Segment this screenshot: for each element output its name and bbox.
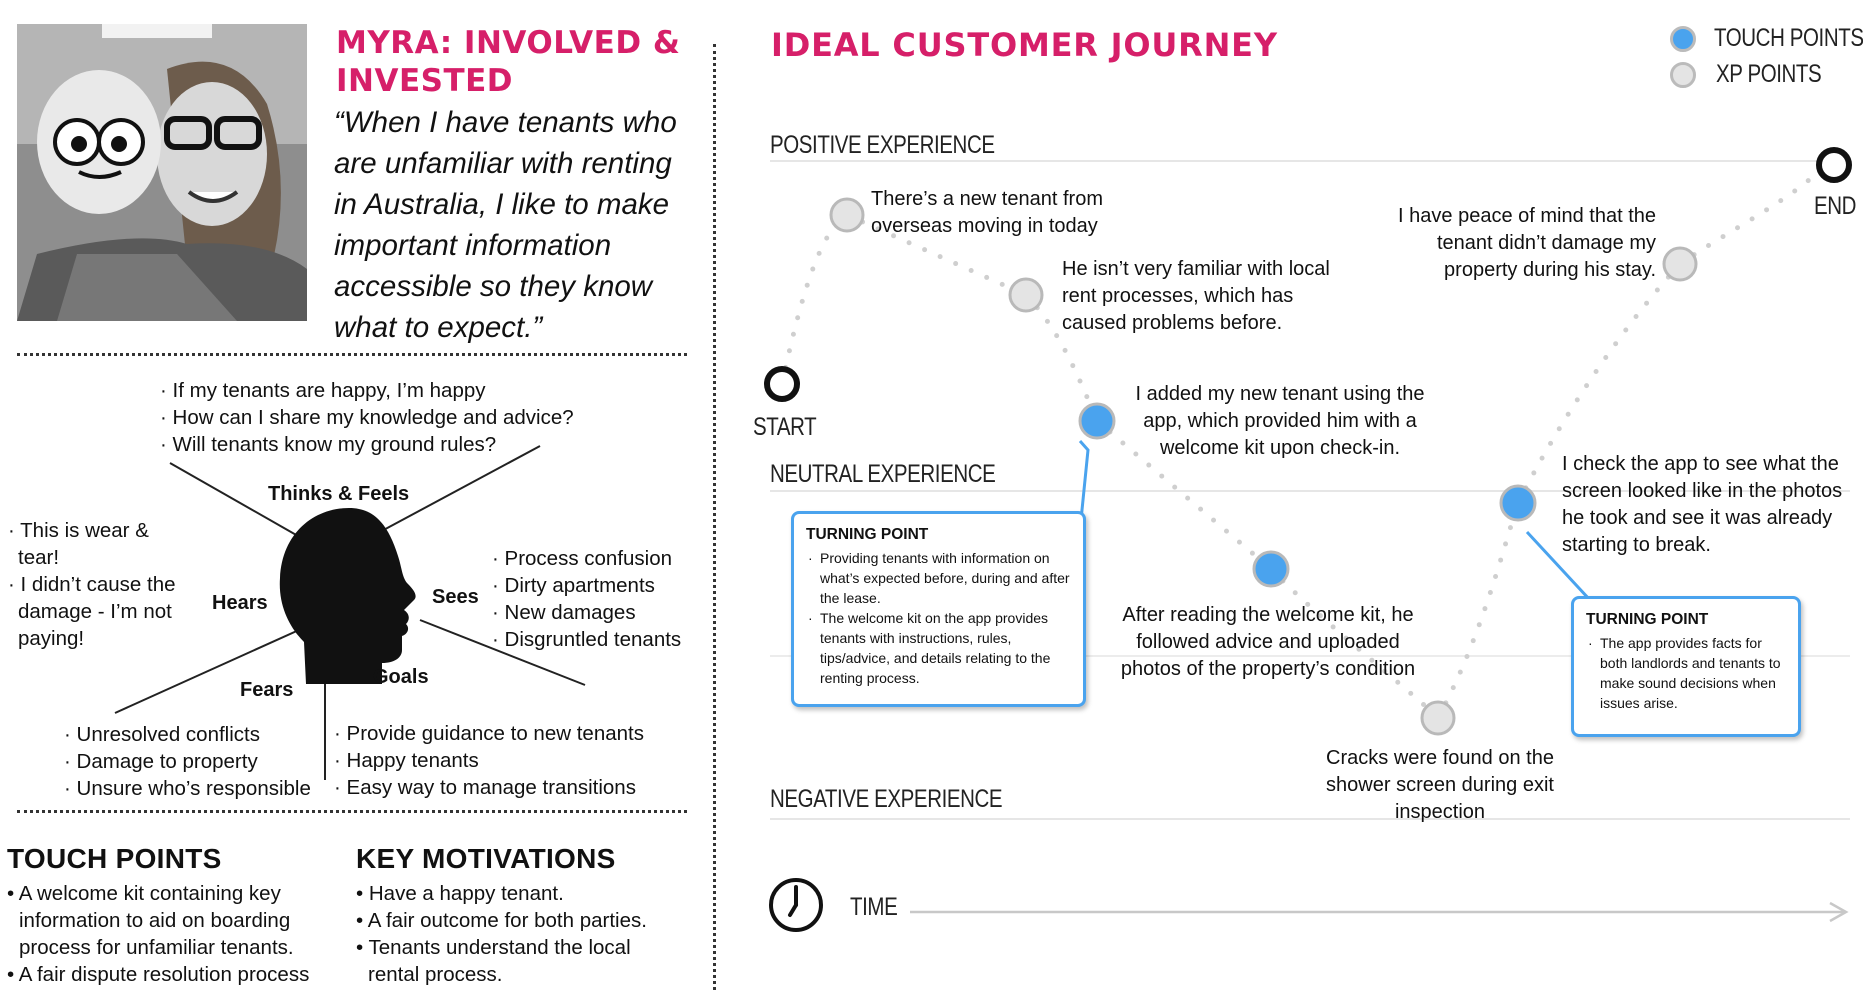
xp-point-legend-swatch — [1670, 62, 1696, 88]
list-item: The welcome kit on the app provides tena… — [808, 608, 1071, 688]
sees-label: Sees — [432, 586, 479, 608]
list-item: · Unsure who’s responsible — [64, 777, 311, 800]
end-marker — [1816, 147, 1852, 183]
list-item: • A fair dispute resolution process — [7, 963, 310, 986]
journey-point-3 — [1078, 402, 1116, 440]
start-label: START — [753, 413, 817, 441]
persona-name: MYRA: INVOLVED & INVESTED — [336, 24, 680, 100]
list-item: · Dirty apartments — [492, 574, 655, 597]
turning-point-heading: TURNING POINT — [806, 526, 929, 543]
journey-note-2: He isn’t very familiar with local rent p… — [1062, 258, 1330, 334]
persona-quote: “When I have tenants who are unfamiliar … — [334, 106, 677, 344]
positive-line — [770, 160, 1850, 162]
time-label: TIME — [850, 893, 898, 921]
journey-point-7 — [1662, 246, 1698, 282]
turning-point-callout-2: TURNING POINT The app provides facts for… — [1571, 596, 1801, 737]
start-marker — [764, 366, 800, 402]
list-item: · Process confusion — [492, 547, 673, 570]
hears-label: Hears — [212, 592, 268, 614]
journey-note-6: I check the app to see what the screen l… — [1562, 453, 1843, 556]
journey-point-4 — [1252, 550, 1290, 588]
list-item: • Tenants understand the local rental pr… — [356, 936, 631, 986]
goals-label: Goals — [373, 666, 429, 688]
negative-line — [770, 818, 1850, 820]
touch-points-heading: TOUCH POINTS — [7, 843, 222, 874]
neutral-line — [770, 490, 1850, 492]
key-motivations-heading: KEY MOTIVATIONS — [356, 843, 616, 874]
journey-point-5 — [1420, 700, 1456, 736]
list-item: · Disgruntled tenants — [492, 628, 682, 651]
legend-label-touch: TOUCH POINTS — [1714, 24, 1863, 52]
goals-list: · Provide guidance to new tenants · Happ… — [334, 720, 644, 801]
key-motivations-list: • Have a happy tenant. • A fair outcome … — [356, 880, 676, 988]
vertical-divider — [713, 44, 716, 990]
neutral-experience-label: NEUTRAL EXPERIENCE — [770, 460, 996, 488]
list-item: • Have a happy tenant. — [356, 882, 564, 905]
list-item: Providing tenants with information on wh… — [808, 548, 1071, 608]
list-item: · How can I share my knowledge and advic… — [160, 406, 574, 429]
list-item: · This is wear & tear! — [8, 519, 149, 569]
sees-list: · Process confusion · Dirty apartments ·… — [492, 545, 681, 653]
negative-experience-label: NEGATIVE EXPERIENCE — [770, 785, 1003, 813]
end-label: END — [1814, 192, 1857, 220]
journey-note-3: I added my new tenant using the app, whi… — [1135, 383, 1425, 459]
list-item: • A welcome kit containing key informati… — [7, 882, 294, 959]
thinks-feels-list: · If my tenants are happy, I’m happy · H… — [160, 377, 574, 458]
list-item: · Unresolved conflicts — [64, 723, 260, 746]
head-silhouette-icon — [279, 508, 416, 684]
list-item: The app provides facts for both landlord… — [1588, 633, 1786, 713]
journey-point-2 — [1008, 277, 1044, 313]
journey-note-4: After reading the welcome kit, he follow… — [1120, 604, 1416, 680]
hears-list: · This is wear & tear! · I didn’t cause … — [8, 517, 183, 652]
list-item: · Will tenants know my ground rules? — [160, 433, 497, 456]
persona-name-line2: INVESTED — [336, 63, 514, 99]
journey-title: IDEAL CUSTOMER JOURNEY — [771, 26, 1278, 64]
fears-label: Fears — [240, 679, 294, 701]
journey-note-7: I have peace of mind that the tenant did… — [1398, 205, 1656, 281]
thinks-feels-label: Thinks & Feels — [268, 483, 410, 505]
list-item: · Provide guidance to new tenants — [334, 722, 644, 745]
positive-experience-label: POSITIVE EXPERIENCE — [770, 131, 995, 159]
list-item: · I didn’t cause the damage - I’m not pa… — [8, 573, 176, 650]
empathy-map-lines — [114, 445, 586, 780]
fears-list: · Unresolved conflicts · Damage to prope… — [64, 721, 311, 802]
turning-point-heading: TURNING POINT — [1586, 611, 1709, 628]
list-item: • A fair outcome for both parties. — [356, 909, 647, 932]
journey-point-1 — [829, 197, 865, 233]
time-arrow — [910, 901, 1849, 923]
journey-point-6 — [1499, 484, 1537, 522]
journey-note-1: There’s a new tenant from overseas movin… — [871, 188, 1103, 237]
list-item: · New damages — [492, 601, 636, 624]
divider-bottom — [17, 810, 687, 813]
clock-icon — [769, 878, 823, 932]
persona-photo — [17, 24, 307, 321]
touch-points-list: • A welcome kit containing key informati… — [7, 880, 332, 988]
turning-point-callout-1: TURNING POINT Providing tenants with inf… — [791, 511, 1086, 707]
persona-name-line1: MYRA: INVOLVED & — [336, 25, 681, 61]
divider-top — [17, 353, 687, 356]
journey-note-5: Cracks were found on the shower screen d… — [1326, 747, 1554, 823]
list-item: · Easy way to manage transitions — [334, 776, 636, 799]
legend-label-xp: XP POINTS — [1716, 60, 1822, 88]
list-item: · Happy tenants — [334, 749, 479, 772]
list-item: · Damage to property — [64, 750, 258, 773]
mid-negative-line — [770, 655, 1850, 657]
list-item: · If my tenants are happy, I’m happy — [160, 379, 486, 402]
touch-point-legend-swatch — [1670, 26, 1696, 52]
